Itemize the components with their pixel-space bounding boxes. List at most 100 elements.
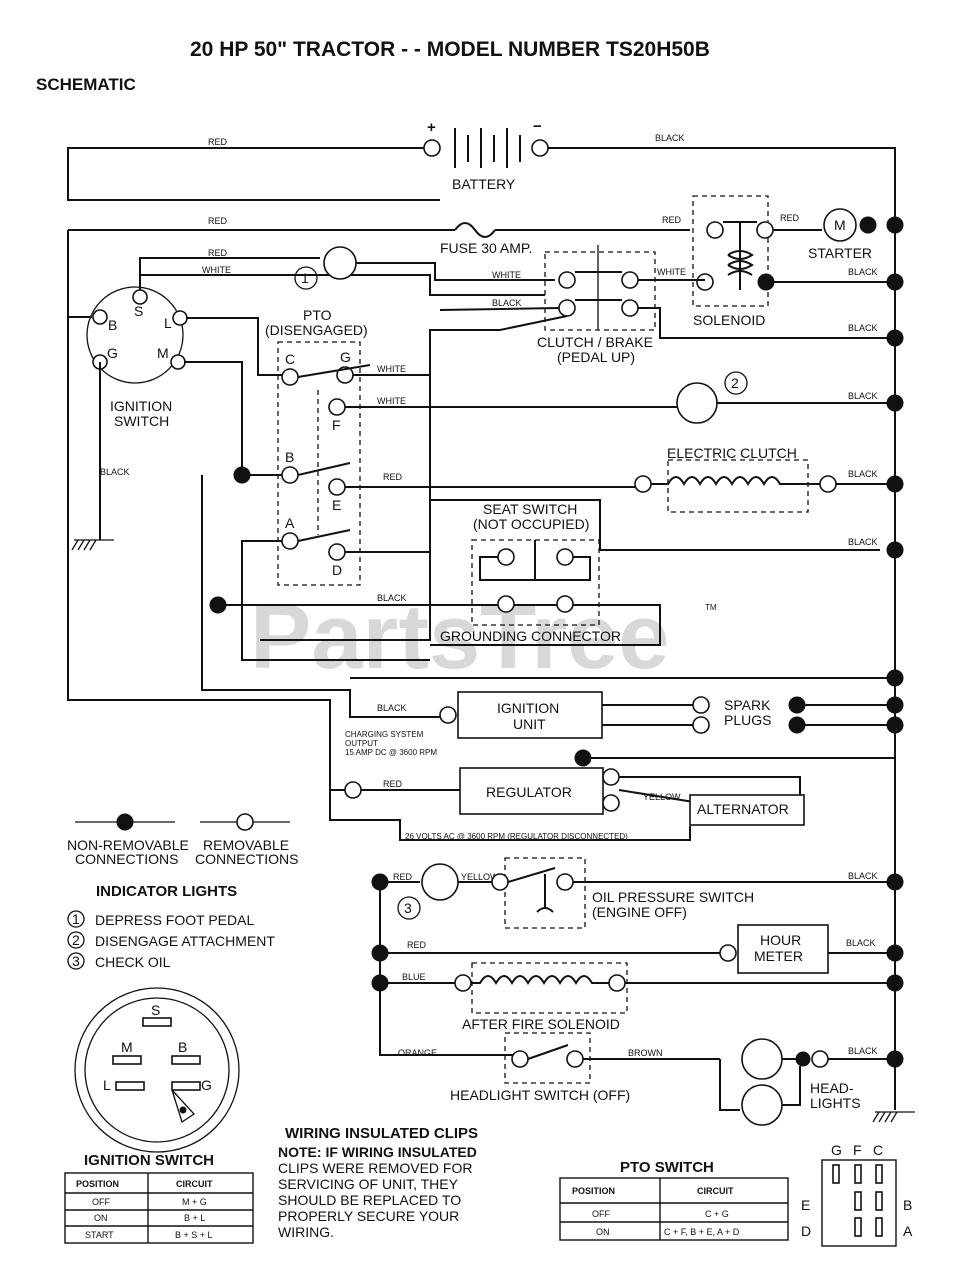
wire-label-red: RED	[208, 248, 228, 258]
pto-table-header: CIRCUIT	[697, 1186, 734, 1196]
ignition-unit	[457, 691, 603, 739]
pto-label-2: (DISENGAGED)	[265, 322, 368, 338]
regulator-label: REGULATOR	[486, 784, 572, 800]
ignition-table: POSITION CIRCUIT OFF M + G ON B + L STAR…	[64, 1172, 254, 1244]
clutch-brake-label-2: (PEDAL UP)	[557, 349, 635, 365]
legend-nonremovable-2: CONNECTIONS	[75, 851, 178, 867]
face-term-b: B	[178, 1039, 187, 1055]
wire-label-white: WHITE	[492, 270, 521, 280]
hour-meter	[737, 924, 829, 974]
hour-meter-label-1: HOUR	[760, 932, 801, 948]
battery: + − BATTERY	[423, 118, 549, 192]
wire-label-yellow: YELLOW	[643, 792, 681, 802]
solenoid-box	[692, 195, 769, 307]
ign-table-header: CIRCUIT	[176, 1179, 213, 1189]
ign-label-2: SWITCH	[114, 413, 169, 429]
clips-line: SHOULD BE REPLACED TO	[278, 1192, 461, 1208]
starter-label: STARTER	[808, 245, 872, 261]
grounding-connector-label: GROUNDING CONNECTOR	[440, 628, 621, 644]
wire-label-black: BLACK	[848, 391, 878, 401]
wire-label-black: BLACK	[377, 703, 407, 713]
wire-label-black: BLACK	[848, 323, 878, 333]
pto-term-f: F	[332, 417, 341, 433]
alternator	[689, 794, 805, 826]
clips-line: PROPERLY SECURE YOUR	[278, 1208, 459, 1224]
wire-label-black: BLACK	[848, 1046, 878, 1056]
wire-label-black: BLACK	[848, 267, 878, 277]
pto-face-g: G	[831, 1142, 842, 1158]
spark-plugs-label-1: SPARK	[724, 697, 771, 713]
wire-label-red: RED	[208, 137, 228, 147]
legend-nonremovable-1: NON-REMOVABLE	[67, 837, 189, 853]
wire-label-blue: BLUE	[402, 972, 426, 982]
pto-table-cell: ON	[596, 1227, 610, 1237]
charging-note-3: 15 AMP DC @ 3600 RPM	[345, 748, 437, 757]
ign-term-m: M	[157, 345, 169, 361]
trademark: TM	[705, 603, 717, 612]
pto-table-cell: OFF	[592, 1209, 610, 1219]
headlights-label-2: LIGHTS	[810, 1095, 861, 1111]
pto-face-d: D	[801, 1223, 811, 1239]
seat-switch-label-2: (NOT OCCUPIED)	[473, 516, 589, 532]
ign-table-cell: ON	[94, 1213, 108, 1223]
wire-label-red: RED	[393, 872, 413, 882]
wire-label-yellow: YELLOW	[461, 872, 499, 882]
clips-line: CLIPS WERE REMOVED FOR	[278, 1160, 472, 1176]
legend-removable-2: CONNECTIONS	[195, 851, 298, 867]
wire-label-red: RED	[383, 472, 403, 482]
wire-label-orange: ORANGE	[398, 1048, 437, 1058]
pto-box	[277, 341, 361, 586]
charging-note-1: CHARGING SYSTEM	[345, 730, 424, 739]
after-fire-label: AFTER FIRE SOLENOID	[462, 1016, 620, 1032]
pto-term-a: A	[285, 515, 295, 531]
wire-label-black: BLACK	[846, 938, 876, 948]
wire-label-black: BLACK	[655, 133, 685, 143]
ac-note: 26 VOLTS AC @ 3600 RPM (REGULATOR DISCON…	[405, 832, 628, 841]
after-fire-box	[471, 962, 628, 1014]
fuse-label: FUSE 30 AMP.	[440, 240, 532, 256]
legend-removable-1: REMOVABLE	[203, 837, 289, 853]
starter-m: M	[834, 217, 846, 233]
wire-label-black: BLACK	[377, 593, 407, 603]
ign-table-cell: START	[85, 1230, 114, 1240]
pto-face-b: B	[903, 1197, 912, 1213]
legend-connections: NON-REMOVABLE CONNECTIONS REMOVABLE CONN…	[67, 813, 298, 867]
headlights-label-1: HEAD-	[810, 1080, 854, 1096]
pto-term-b: B	[285, 449, 294, 465]
pto-face-a: A	[903, 1223, 913, 1239]
battery-minus: −	[533, 118, 542, 135]
ign-term-l: L	[164, 315, 172, 331]
page-title: 20 HP 50" TRACTOR - - MODEL NUMBER TS20H…	[190, 38, 710, 61]
indicator-item-text: CHECK OIL	[95, 954, 171, 970]
battery-plus: +	[427, 119, 436, 136]
fuse	[454, 222, 496, 238]
face-term-m: M	[121, 1039, 133, 1055]
clips-heading: WIRING INSULATED CLIPS	[285, 1125, 478, 1142]
wire-label-white: WHITE	[657, 267, 686, 277]
indicator-item-text: DISENGAGE ATTACHMENT	[95, 933, 275, 949]
wire-label-black: BLACK	[100, 467, 130, 477]
indicator-item-num: 1	[72, 911, 80, 927]
wire-label-white: WHITE	[202, 265, 231, 275]
indicator-heading: INDICATOR LIGHTS	[96, 883, 237, 900]
ignition-unit-label-1: IGNITION	[497, 700, 559, 716]
wire-label-red: RED	[383, 779, 403, 789]
oil-pressure-box	[504, 857, 586, 929]
pto-term-e: E	[332, 497, 341, 513]
pto-term-c: C	[285, 351, 295, 367]
starter-motor	[823, 208, 857, 242]
ignition-switch: S B L G M IGNITION SWITCH	[86, 286, 188, 429]
pto-table: POSITION CIRCUIT OFF C + G ON C + F, B +…	[559, 1177, 789, 1241]
ignition-switch-face: S M B L G	[74, 987, 240, 1153]
battery-label: BATTERY	[452, 176, 516, 192]
ign-table-cell: B + S + L	[175, 1230, 213, 1240]
wire-label-brown: BROWN	[628, 1048, 663, 1058]
ign-table-cell: OFF	[92, 1197, 110, 1207]
ign-table-header: POSITION	[76, 1179, 119, 1189]
ign-label-1: IGNITION	[110, 398, 172, 414]
solenoid-label: SOLENOID	[693, 312, 765, 328]
clutch-brake-box	[544, 251, 656, 331]
indicator-item-num: 3	[72, 953, 80, 969]
clips-line: NOTE: IF WIRING INSULATED	[278, 1144, 477, 1160]
